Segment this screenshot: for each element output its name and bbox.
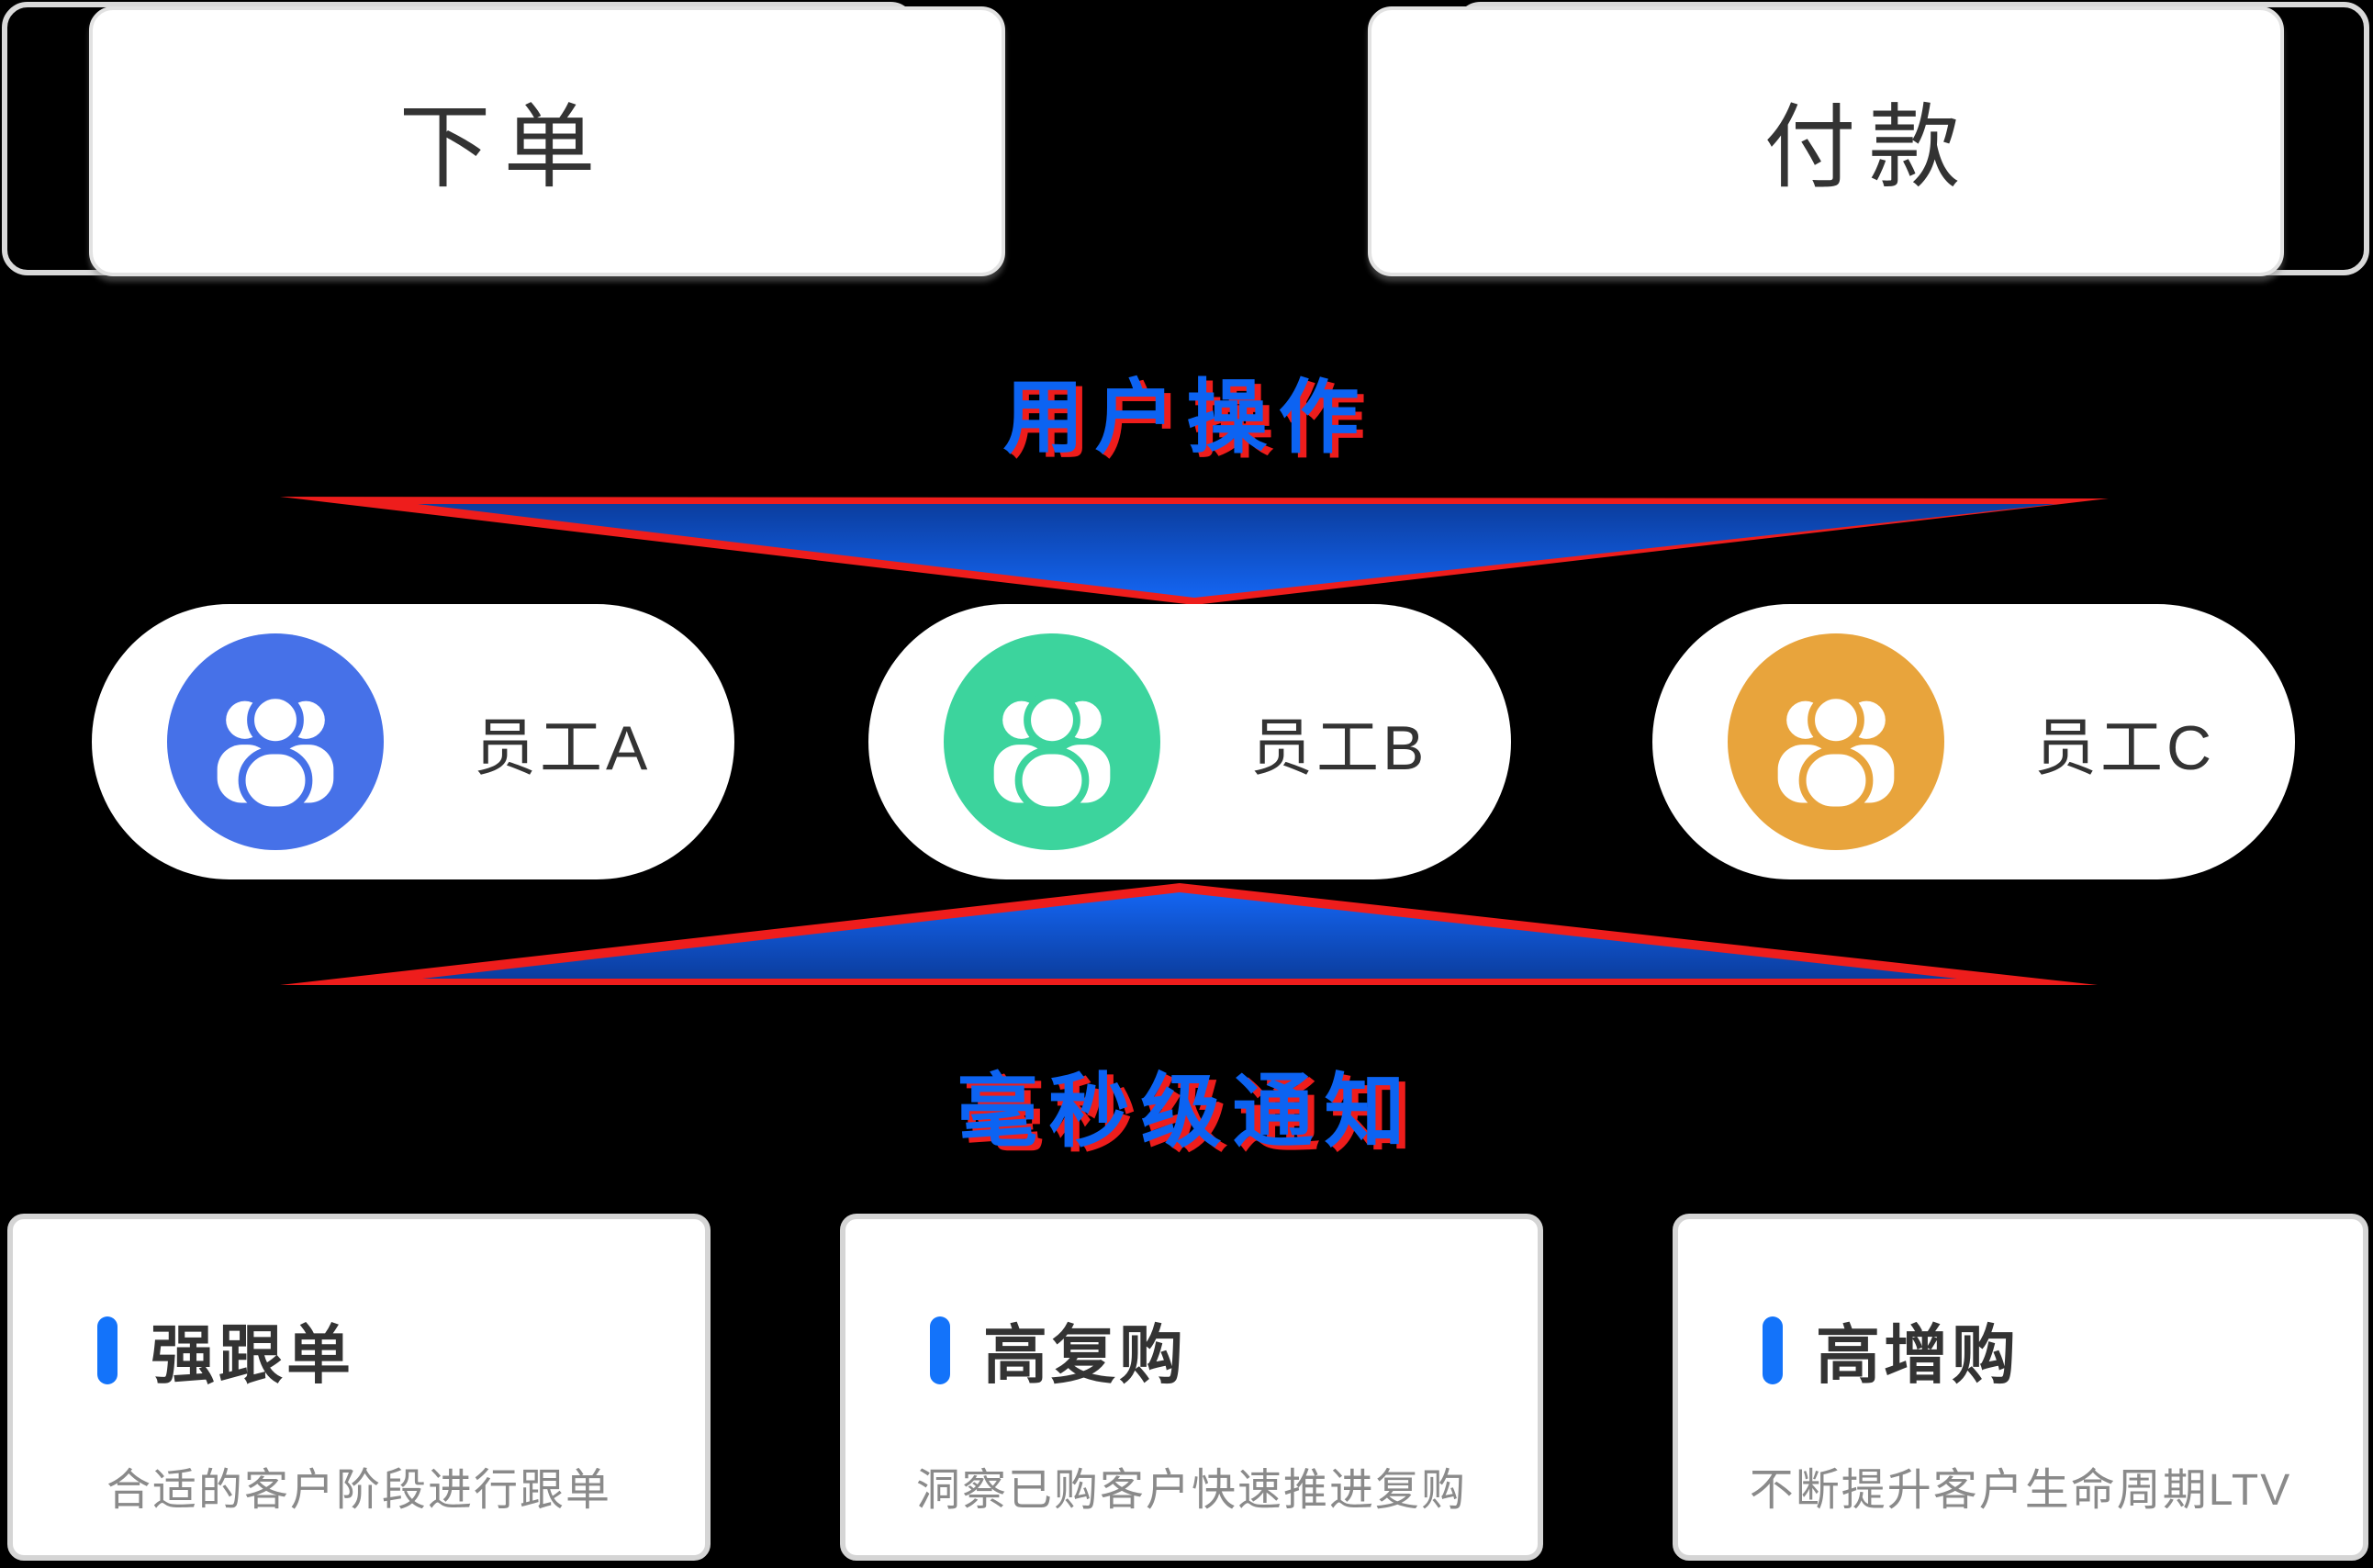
card-title-row: 强跟单 [97,1304,705,1396]
feature-card-upsell: 高增购 不断提升客户生命周期LTV [1673,1214,2368,1561]
accent-bar-icon [1763,1316,1783,1384]
card-description: 合适的客户阶段进行跟单 [106,1466,611,1515]
card-title-row: 高复购 [930,1304,1538,1396]
funnel-down-arrow-icon [280,497,2109,605]
card-description: 不断提升客户生命周期LTV [1749,1466,2292,1515]
employee-a-label: 员工A [474,712,652,783]
employee-c-label: 员工C [2034,712,2216,783]
feature-card-repurchase: 高复购 洞察已购客户快速推进复购 [840,1214,1543,1561]
payment-box-card [1368,6,2284,276]
users-icon [217,691,334,812]
employee-b-label: 员工B [1250,712,1428,783]
card-title: 强跟单 [151,1319,354,1391]
user-action-banner: 用户操作 [1002,372,1371,463]
funnel-up-arrow-icon [280,883,2098,985]
users-icon [993,691,1111,812]
employee-b-pill: 员工B [868,604,1511,879]
employee-a-avatar [167,633,384,850]
accent-bar-icon [97,1316,118,1384]
employee-a-pill: 员工A [92,604,734,879]
employee-c-avatar [1728,633,1944,850]
card-title: 高增购 [1816,1319,2020,1391]
millisecond-notify-banner: 毫秒级通知 [957,1066,1416,1157]
card-title: 高复购 [983,1319,1187,1391]
card-title-row: 高增购 [1763,1304,2363,1396]
employee-b-avatar [944,633,1160,850]
card-description: 洞察已购客户快速推进复购 [915,1466,1467,1515]
accent-bar-icon [930,1316,950,1384]
users-icon [1777,691,1895,812]
feature-card-follow-up: 强跟单 合适的客户阶段进行跟单 [7,1214,711,1561]
employee-c-pill: 员工C [1652,604,2295,879]
order-box-card [89,6,1005,276]
